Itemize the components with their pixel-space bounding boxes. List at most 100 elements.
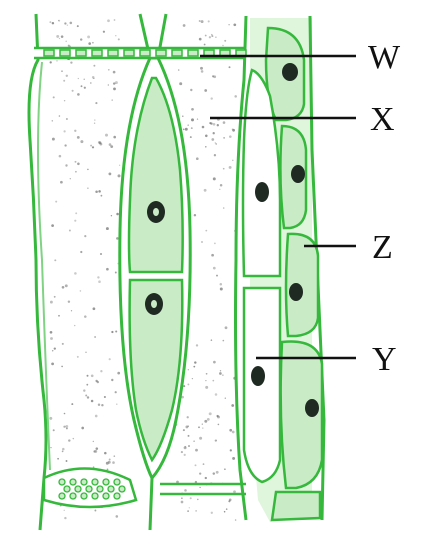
- stipple-dot: [60, 35, 64, 38]
- stipple-dot: [177, 69, 180, 71]
- stipple-dot: [212, 177, 216, 181]
- stipple-dot: [223, 137, 225, 139]
- stipple-dot: [106, 468, 109, 471]
- stipple-dot: [184, 445, 187, 448]
- stipple-dot: [85, 351, 87, 353]
- stipple-dot: [65, 74, 69, 78]
- stipple-dot: [200, 20, 204, 24]
- stipple-dot: [202, 427, 204, 429]
- stipple-dot: [53, 347, 56, 350]
- stipple-dot: [110, 145, 114, 148]
- stipple-dot: [87, 35, 91, 39]
- stipple-dot: [71, 403, 74, 406]
- bottom-sieve-plate-pores: [58, 478, 126, 500]
- stipple-dot: [210, 97, 213, 100]
- stipple-dot: [201, 125, 205, 129]
- right-column-nucleus-upper: [255, 182, 269, 202]
- stipple-dot: [51, 350, 54, 352]
- parenchyma-nucleus-4: [305, 399, 319, 417]
- stipple-dot: [210, 122, 213, 125]
- stipple-dot: [76, 136, 80, 139]
- stipple-dot: [186, 416, 189, 419]
- stipple-dot: [67, 44, 70, 47]
- stipple-dot: [231, 430, 235, 434]
- stipple-dot: [204, 476, 207, 480]
- stipple-dot: [63, 509, 65, 511]
- stipple-dot: [224, 468, 226, 471]
- stipple-dot: [56, 34, 60, 38]
- stipple-dot: [229, 135, 232, 138]
- stipple-dot: [49, 300, 53, 304]
- stipple-dot: [182, 429, 185, 432]
- stipple-dot: [93, 450, 96, 453]
- stipple-dot: [219, 183, 223, 187]
- stipple-dot: [188, 445, 190, 447]
- stipple-dot: [196, 118, 199, 120]
- stipple-dot: [193, 365, 196, 368]
- stipple-dot: [55, 200, 58, 203]
- stipple-dot: [222, 121, 226, 124]
- stipple-dot: [51, 21, 55, 25]
- top-sieve-plate: [34, 46, 247, 60]
- stipple-dot: [117, 371, 121, 375]
- stipple-dot: [181, 497, 183, 500]
- stipple-dot: [107, 19, 110, 23]
- right-column-left-wall: [234, 15, 248, 521]
- stipple-dot: [80, 85, 83, 88]
- sieve-pore: [69, 492, 77, 500]
- stipple-dot: [232, 456, 236, 460]
- stipple-dot: [65, 118, 68, 120]
- sieve-pore: [80, 478, 88, 486]
- stipple-dot: [99, 252, 103, 256]
- parenchyma-cell-3: [284, 232, 320, 338]
- stipple-dot: [110, 215, 113, 217]
- stipple-dot: [191, 377, 194, 380]
- sieve-pore: [102, 492, 110, 500]
- stipple-dot: [183, 446, 187, 450]
- stipple-dot: [212, 122, 216, 126]
- stipple-dot: [64, 22, 67, 25]
- stipple-dot: [83, 86, 86, 89]
- stipple-dot: [61, 342, 64, 345]
- stipple-dot: [63, 130, 66, 133]
- stipple-dot: [194, 361, 197, 364]
- stipple-dot: [229, 449, 232, 452]
- sieve-pore: [91, 478, 99, 486]
- stipple-dot: [92, 307, 96, 311]
- stipple-dot: [225, 508, 228, 510]
- stipple-dot: [64, 144, 67, 147]
- stipple-dot: [86, 383, 89, 386]
- stipple-dot: [210, 339, 213, 341]
- stipple-dot: [183, 385, 186, 388]
- stipple-dot: [179, 82, 183, 86]
- label-z: Z: [372, 229, 393, 266]
- stipple-dot: [65, 427, 68, 430]
- stipple-dot: [51, 120, 54, 122]
- stipple-dot: [181, 395, 184, 399]
- sieve-pore: [187, 49, 199, 57]
- stipple-dot: [89, 82, 92, 84]
- stipple-dot: [224, 39, 227, 42]
- stipple-dot: [51, 362, 54, 366]
- stipple-dot: [58, 115, 61, 117]
- stipple-dot: [200, 70, 204, 73]
- stipple-dot: [204, 89, 208, 92]
- stipple-dot: [222, 44, 224, 47]
- stipple-dot: [51, 224, 54, 227]
- stipple-dot: [182, 115, 184, 117]
- sieve-pore: [58, 478, 66, 486]
- stipple-dot: [224, 326, 228, 330]
- stipple-dot: [57, 19, 60, 22]
- stipple-dot: [85, 394, 88, 397]
- stipple-dot: [103, 395, 106, 399]
- stipple-dot: [87, 168, 89, 171]
- stipple-dot: [204, 34, 207, 37]
- sieve-pore: [96, 485, 104, 493]
- companion-nucleolus-upper: [153, 208, 159, 216]
- stipple-dot: [64, 516, 67, 520]
- stipple-dot: [234, 95, 237, 98]
- stipple-dot: [49, 61, 52, 64]
- middle-sieve-tube-lower-wall: [148, 477, 154, 531]
- stipple-dot: [176, 480, 179, 484]
